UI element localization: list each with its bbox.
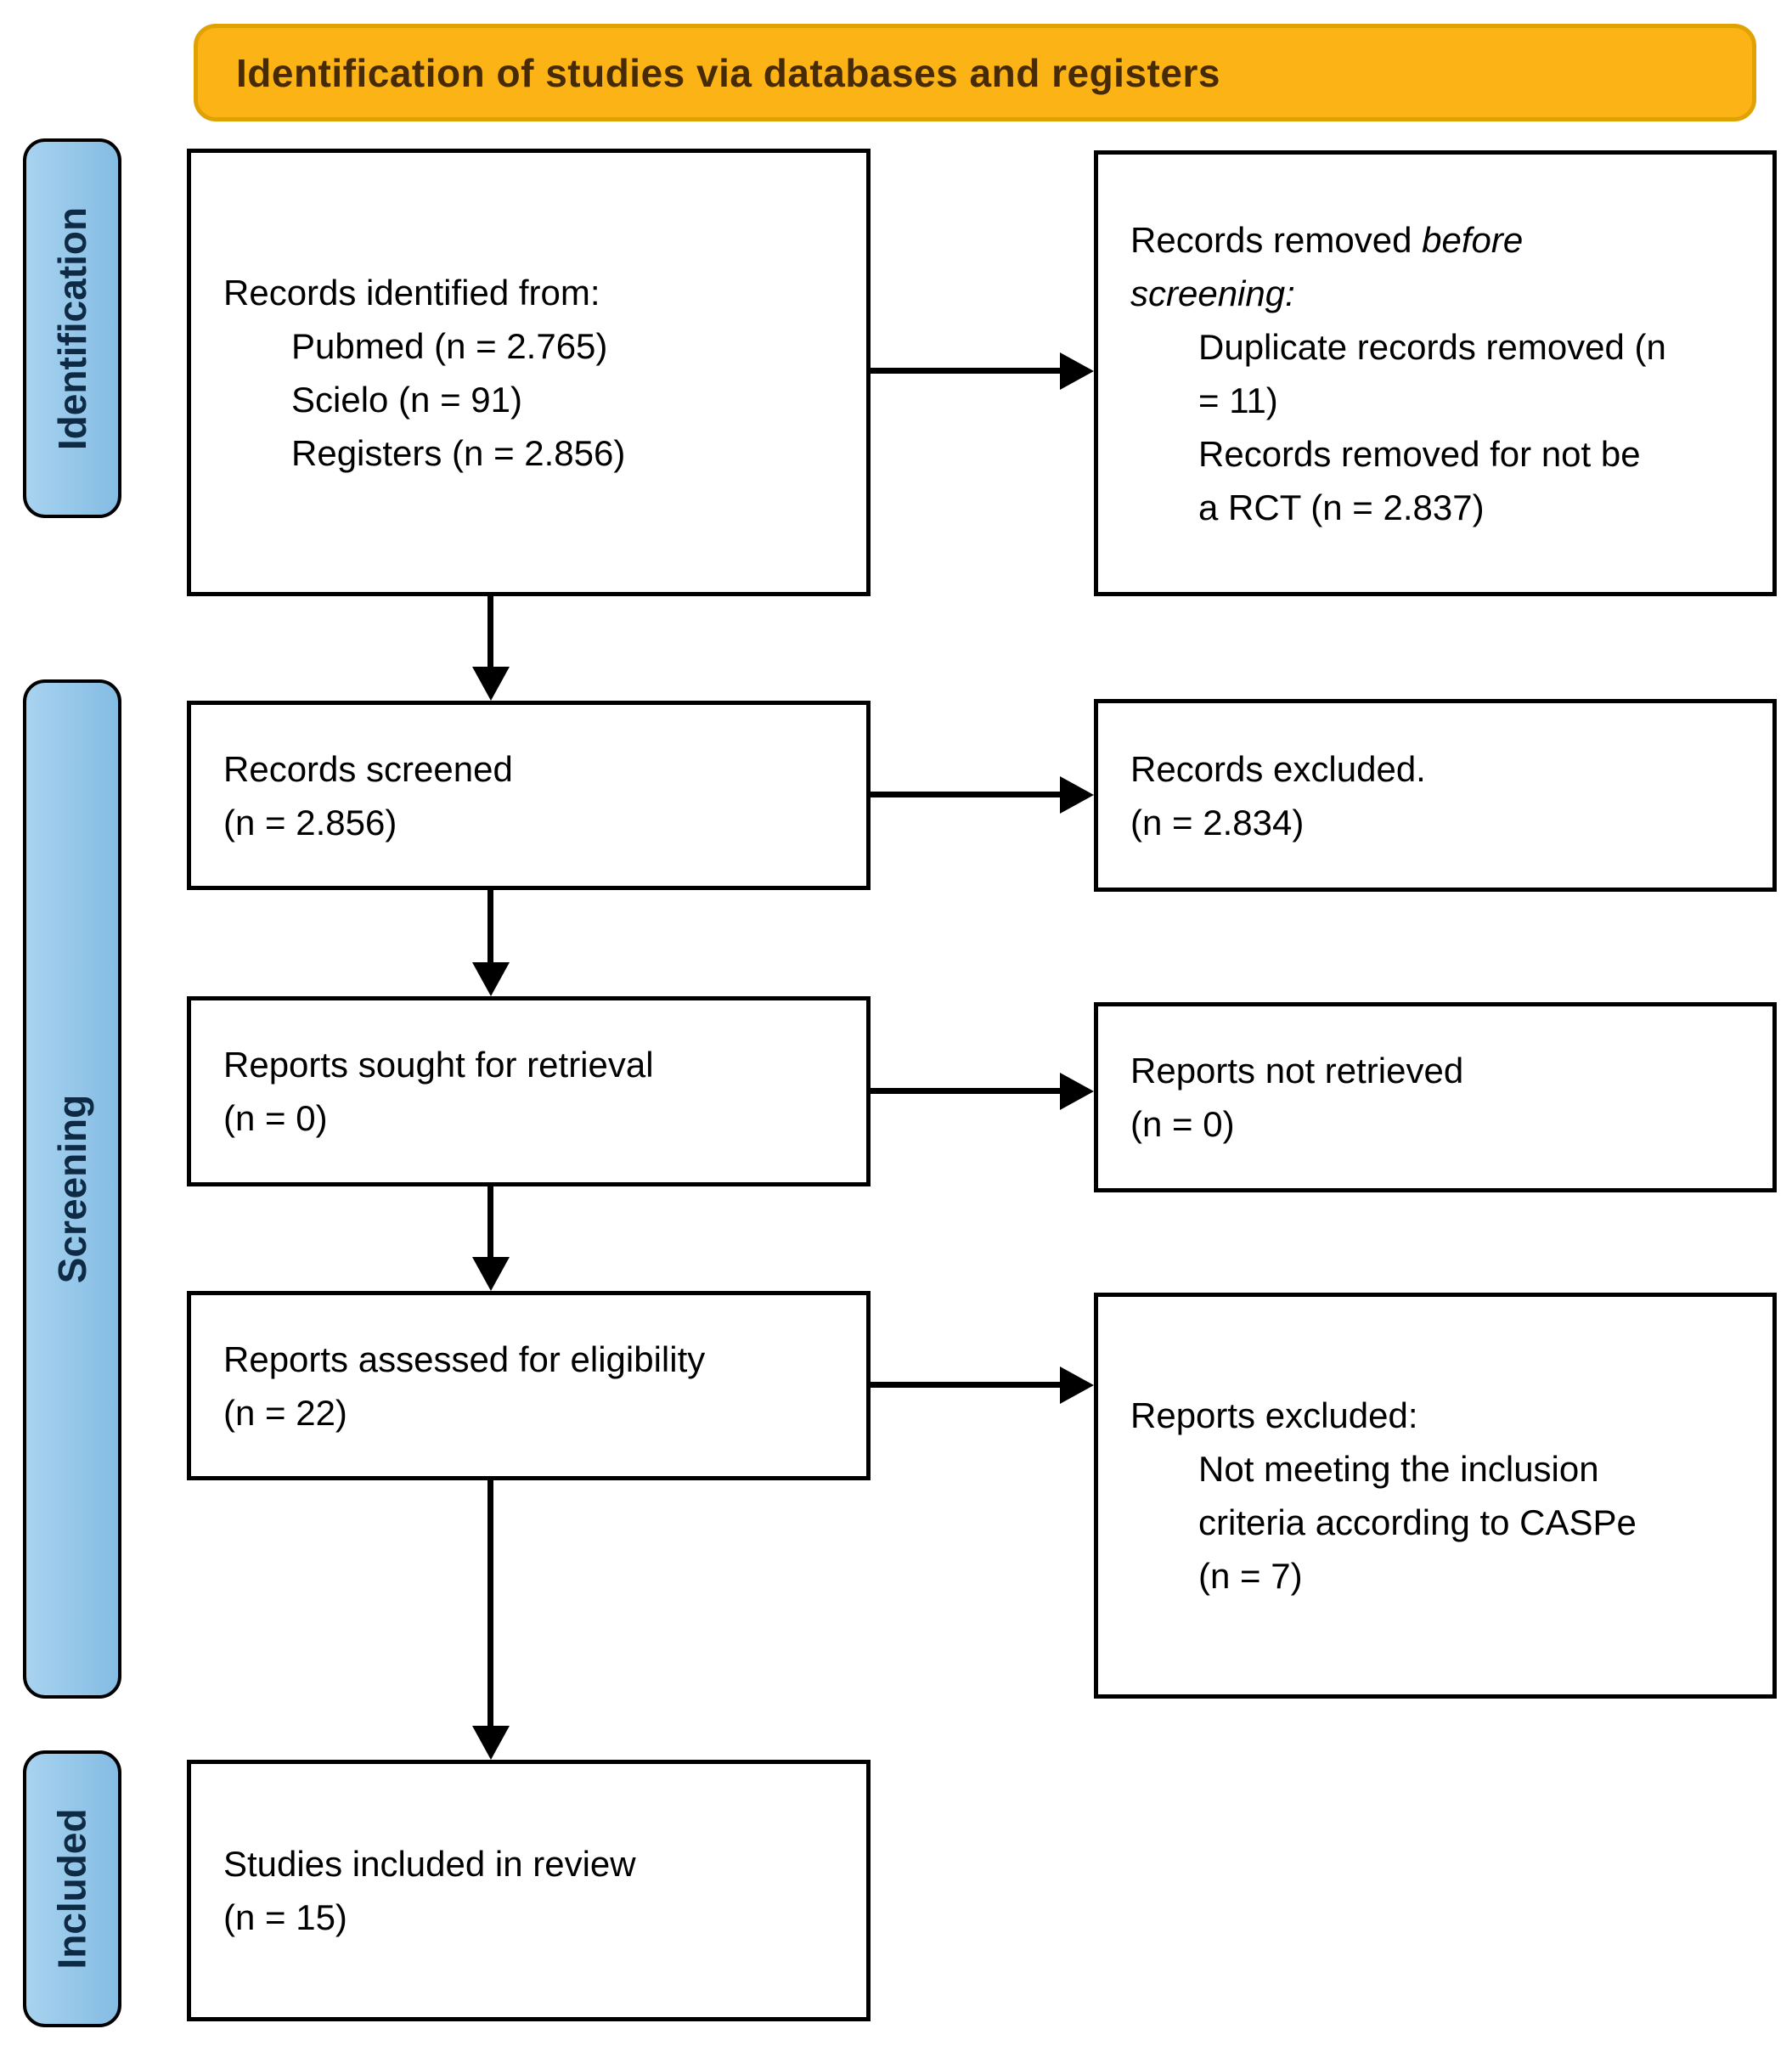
- box-text-line: Scielo (n = 91): [291, 379, 522, 420]
- arrow-head-down-icon: [472, 1726, 510, 1760]
- box-records-screened: Records screened (n = 2.856): [187, 701, 871, 890]
- box-records-identified: Records identified from: Pubmed (n = 2.76…: [187, 149, 871, 596]
- box-studies-included-in-review: Studies included in review (n = 15): [187, 1760, 871, 2021]
- box-text-line: (n = 22): [223, 1392, 347, 1433]
- box-text-line: criteria according to CASPe: [1198, 1502, 1637, 1542]
- arrow-head-right-icon: [1060, 1367, 1094, 1404]
- box-text-line: screening:: [1130, 273, 1295, 313]
- arrow-head-right-icon: [1060, 352, 1094, 390]
- box-text-line: (n = 0): [223, 1098, 328, 1138]
- arrow-shaft: [871, 1382, 1063, 1388]
- arrow-shaft: [871, 792, 1063, 797]
- box-records-removed-before-screening: Records removed before screening: Duplicat…: [1094, 150, 1777, 596]
- box-text-line: = 11): [1198, 380, 1278, 420]
- box-records-excluded: Records excluded. (n = 2.834): [1094, 699, 1777, 892]
- box-text-line: Records screened: [223, 748, 513, 789]
- box-text-line: Records excluded.: [1130, 748, 1426, 789]
- box-text-line: Records removed before: [1130, 219, 1524, 260]
- arrow-head-down-icon: [472, 962, 510, 996]
- stage-label-identification: Identification: [50, 206, 95, 450]
- arrow-shaft: [871, 1088, 1063, 1094]
- stage-bar-included: Included: [23, 1750, 121, 2027]
- arrow-shaft: [487, 596, 493, 672]
- box-reports-not-retrieved: Reports not retrieved (n = 0): [1094, 1002, 1777, 1192]
- box-text-line: Pubmed (n = 2.765): [291, 325, 608, 366]
- stage-bar-screening: Screening: [23, 679, 121, 1699]
- arrow-head-right-icon: [1060, 1073, 1094, 1110]
- box-text-line: (n = 15): [223, 1897, 347, 1937]
- box-text-line: a RCT (n = 2.837): [1198, 487, 1485, 527]
- box-text-line: (n = 7): [1198, 1556, 1303, 1596]
- box-text-line: Reports sought for retrieval: [223, 1045, 654, 1085]
- box-text-line: Studies included in review: [223, 1844, 636, 1884]
- box-text-line: Records identified from:: [223, 272, 600, 313]
- arrow-shaft: [871, 368, 1063, 374]
- box-text-line: (n = 2.834): [1130, 802, 1305, 843]
- box-reports-excluded: Reports excluded: Not meeting the inclusi…: [1094, 1293, 1777, 1699]
- box-text-line: Registers (n = 2.856): [291, 432, 626, 473]
- stage-label-screening: Screening: [50, 1094, 95, 1284]
- box-text-line: Duplicate records removed (n: [1198, 326, 1666, 367]
- arrow-shaft: [487, 890, 493, 967]
- arrow-shaft: [487, 1186, 493, 1261]
- box-text-line: Reports not retrieved: [1130, 1051, 1464, 1090]
- box-text-line: (n = 0): [1130, 1104, 1235, 1144]
- banner-title: Identification of studies via databases …: [236, 50, 1220, 95]
- stage-bar-identification: Identification: [23, 138, 121, 518]
- box-reports-sought-for-retrieval: Reports sought for retrieval (n = 0): [187, 996, 871, 1186]
- banner: Identification of studies via databases …: [194, 24, 1756, 121]
- box-text-line: Reports assessed for eligibility: [223, 1338, 706, 1379]
- box-text-line: Reports excluded:: [1130, 1395, 1418, 1435]
- box-reports-assessed-for-eligibility: Reports assessed for eligibility (n = 22): [187, 1291, 871, 1480]
- arrow-head-down-icon: [472, 667, 510, 701]
- box-text-line: Records removed for not be: [1198, 433, 1641, 474]
- arrow-head-right-icon: [1060, 776, 1094, 814]
- arrow-shaft: [487, 1480, 493, 1730]
- box-text-line: Not meeting the inclusion: [1198, 1449, 1599, 1489]
- box-text-line: (n = 2.856): [223, 802, 397, 843]
- arrow-head-down-icon: [472, 1257, 510, 1291]
- stage-label-included: Included: [50, 1808, 94, 1970]
